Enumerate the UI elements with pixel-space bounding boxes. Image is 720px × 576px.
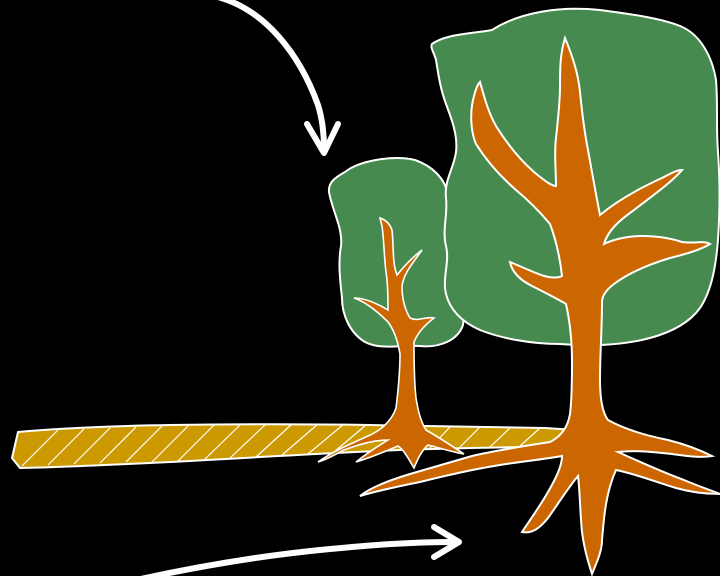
tree-diagram bbox=[0, 0, 720, 576]
